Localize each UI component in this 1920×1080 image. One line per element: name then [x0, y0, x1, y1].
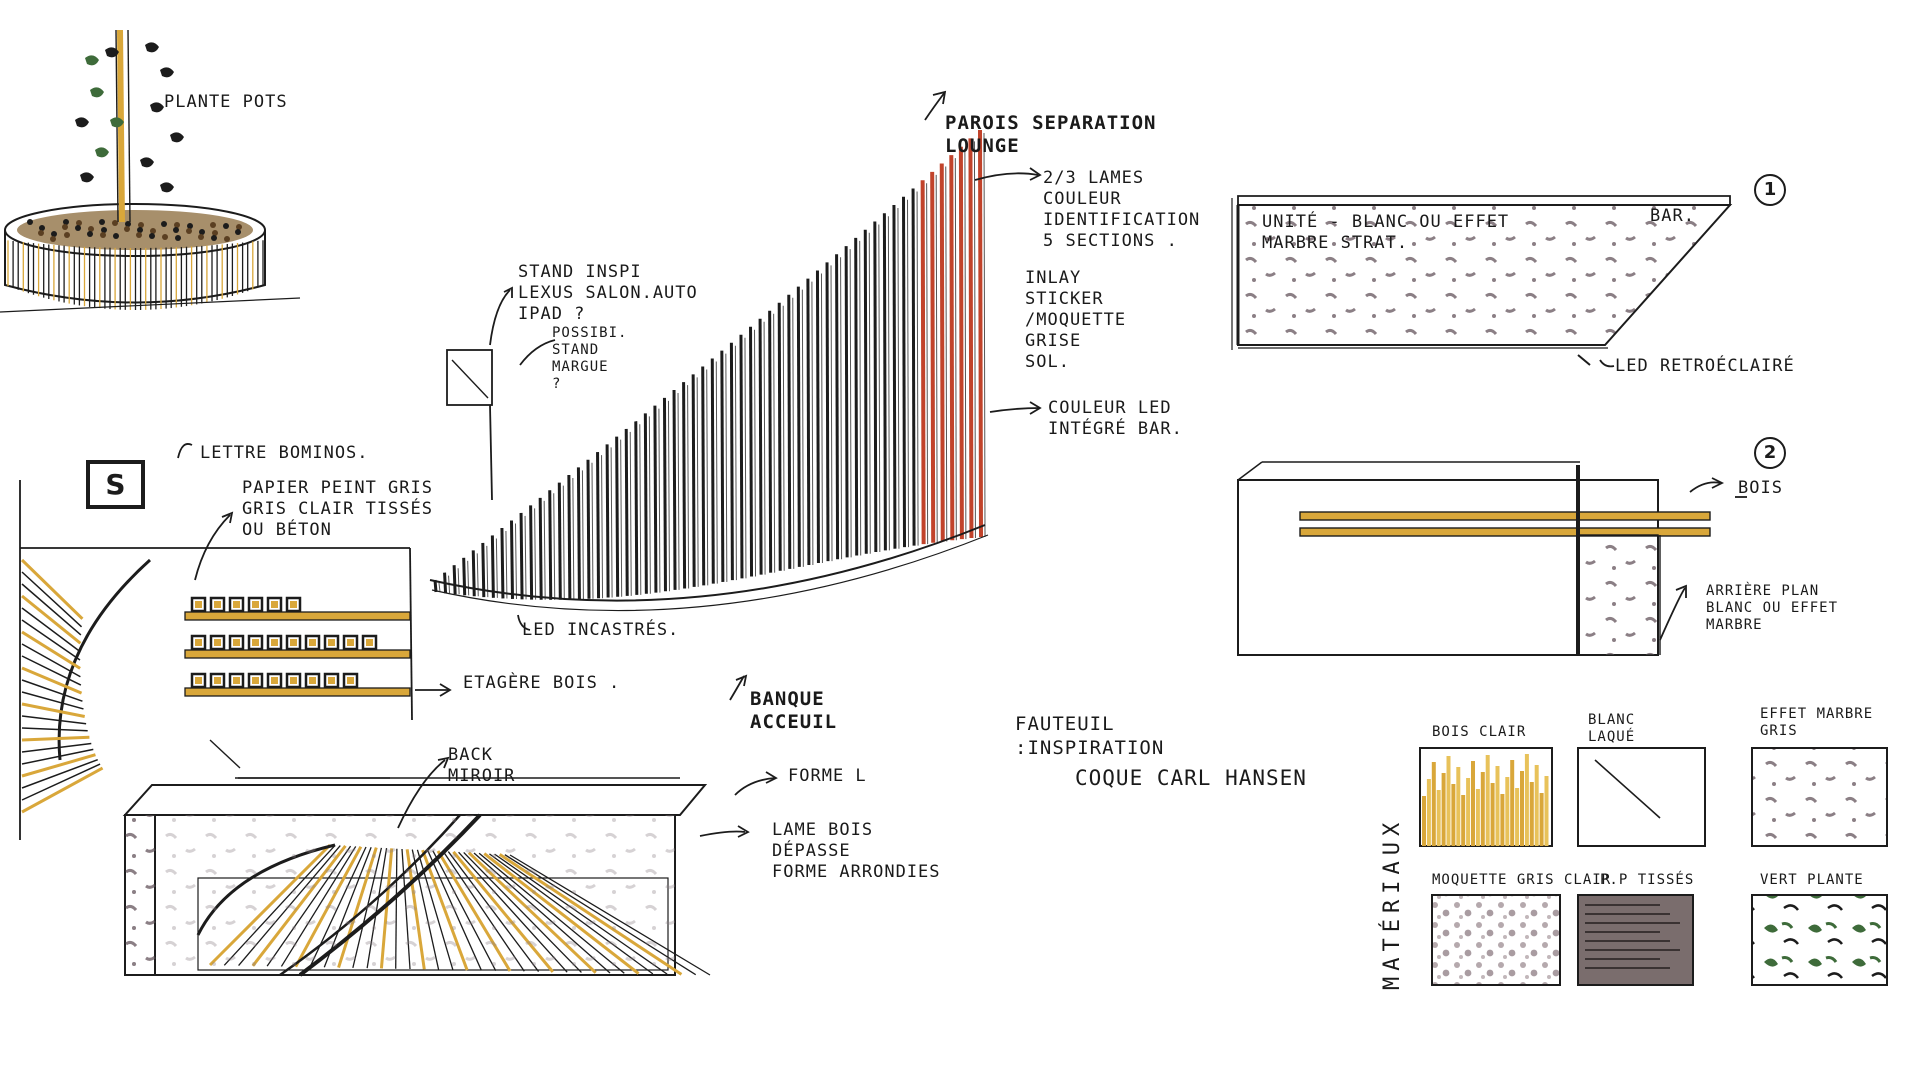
label-plante-pots: PLANTE POTS	[164, 92, 288, 112]
reception-desk-sketch	[122, 777, 711, 977]
shelf-wall-sketch	[19, 460, 413, 840]
planter-sketch	[0, 29, 301, 313]
label-etagere: ETAGÈRE BOIS .	[463, 673, 621, 693]
swatch-pp-tisses	[1577, 894, 1694, 986]
swatch-label-vert-plante: VERT PLANTE	[1760, 872, 1864, 888]
label-papier-peint: PAPIER PEINT GRIS GRIS CLAIR TISSÉS OU B…	[242, 478, 433, 540]
label-coque: COQUE CARL HANSEN	[1075, 766, 1307, 790]
annotation-arrows	[177, 90, 1747, 838]
swatch-effet-marbre	[1751, 747, 1888, 847]
label-couleur-led: COULEUR LED INTÉGRÉ BAR.	[1048, 398, 1183, 439]
unit-number-2: 2	[1763, 442, 1777, 463]
swatch-label-blanc-laque: BLANC LAQUÉ	[1588, 712, 1636, 745]
label-arriere-plan: ARRIÈRE PLAN BLANC OU EFFET MARBRE	[1706, 583, 1839, 633]
bar-unit-1-sketch	[1231, 174, 1786, 366]
title-banque-accueil: BANQUE ACCEUIL	[750, 688, 838, 733]
label-led-incastres: LED INCASTRÉS.	[522, 620, 680, 640]
label-stand-inspi: STAND INSPI LEXUS SALON.AUTO IPAD ?	[518, 262, 698, 324]
swatch-label-pp-tisses: P.P TISSÉS	[1600, 872, 1695, 888]
swatch-label-bois-clair: BOIS CLAIR	[1432, 724, 1527, 740]
swatch-label-moquette: MOQUETTE GRIS CLAIR	[1432, 872, 1612, 888]
bar-unit-2-sketch	[1237, 437, 1786, 656]
label-lame-bois: LAME BOIS DÉPASSE FORME ARRONDIES	[772, 820, 941, 882]
swatch-label-effet-marbre: EFFET MARBRE GRIS	[1760, 706, 1874, 739]
title-parois-separation: PAROIS SEPARATION LOUNGE	[945, 112, 1157, 157]
label-possibi: POSSIBI. STAND MARGUE ?	[552, 325, 628, 392]
label-lames: 2/3 LAMES COULEUR IDENTIFICATION 5 SECTI…	[1043, 168, 1201, 251]
materials-board	[1419, 747, 1888, 986]
label-inlay: INLAY STICKER /MOQUETTE GRISE SOL.	[1025, 268, 1127, 372]
swatch-moquette	[1431, 894, 1561, 986]
partition-sketch	[429, 129, 989, 612]
label-bois: BOIS	[1738, 478, 1783, 498]
label-unite: UNITÉ - BLANC OU EFFET MARBRE STRAT.	[1262, 212, 1510, 253]
label-led-retroeclaire: LED RETROÉCLAIRÉ	[1615, 356, 1795, 376]
swatch-vert-plante	[1751, 894, 1888, 986]
label-back-miroir: BACK MIROIR	[448, 745, 516, 786]
label-forme-l: FORME L	[788, 766, 867, 786]
swatch-blanc-laque	[1577, 747, 1706, 847]
swatch-bois-clair	[1419, 747, 1553, 847]
label-bar: BAR.	[1650, 206, 1695, 226]
label-lettre: LETTRE BOMINOS.	[200, 443, 369, 463]
label-fauteuil: FAUTEUIL :INSPIRATION	[1015, 713, 1165, 759]
letter-s-sign: S	[105, 468, 126, 501]
unit-number-1: 1	[1763, 179, 1777, 200]
label-materiaux: MATÉRIAUX	[1380, 816, 1405, 990]
